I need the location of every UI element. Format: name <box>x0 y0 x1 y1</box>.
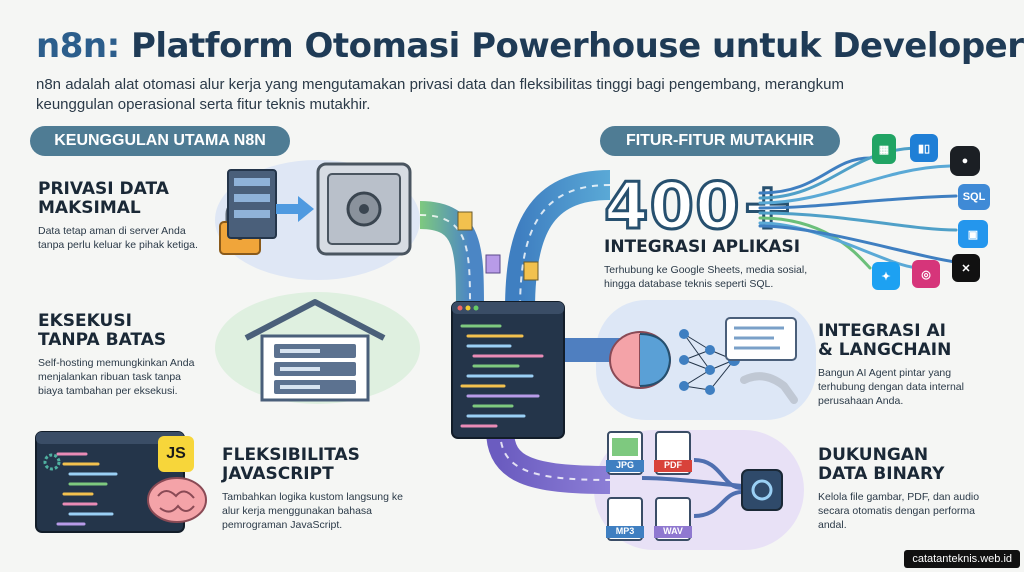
integration-branches <box>758 146 958 270</box>
feature-title-line: & LANGCHAIN <box>818 340 952 360</box>
sql-database-icon: SQL <box>958 184 990 210</box>
feature-title-line: INTEGRASI AI <box>818 321 946 341</box>
page-subtitle: n8n adalah alat otomasi alur kerja yang … <box>36 76 844 113</box>
wav-label: WAV <box>663 526 683 536</box>
title-brand: n8n: <box>36 26 120 66</box>
brain-icon <box>147 477 207 523</box>
feature-ai-langchain: INTEGRASI AI& LANGCHAIN Bangun AI Agent … <box>818 322 988 408</box>
house-server-icon <box>244 299 386 402</box>
code-editor-icon <box>451 301 565 439</box>
ai-brain-network-icon <box>609 317 798 404</box>
title-text: Platform Otomasi Powerhouse untuk Develo… <box>131 26 1024 66</box>
mp3-label: MP3 <box>615 526 635 536</box>
feature-title-line: JAVASCRIPT <box>222 464 334 484</box>
docker-icon: ▣ <box>958 220 988 248</box>
feature-description: Kelola file gambar, PDF, dan audio secar… <box>818 491 980 531</box>
feature-title-line: TANPA BATAS <box>38 330 167 350</box>
arrow-right-icon <box>276 196 314 222</box>
feature-description: Data tetap aman di server Anda tanpa per… <box>38 225 198 251</box>
feature-description: Tambahkan logika kustom langsung ke alur… <box>222 491 403 531</box>
feature-title-line: DUKUNGAN <box>818 445 929 465</box>
gear-icon <box>43 453 61 471</box>
instagram-icon: ◎ <box>912 260 940 288</box>
credit-badge: catatanteknis.web.id <box>904 550 1020 568</box>
document-icon <box>457 211 539 281</box>
feature-title-line: INTEGRASI APLIKASI <box>604 237 801 257</box>
feature-title-line: FLEKSIBILITAS <box>222 445 360 465</box>
github-icon: ● <box>950 146 980 176</box>
jpg-label: JPG <box>615 460 634 470</box>
feature-title-line: EKSEKUSI <box>38 311 132 331</box>
x-icon: ✕ <box>952 254 980 282</box>
section-label-advantages: KEUNGGULAN UTAMA N8N <box>30 126 290 156</box>
feature-description: Self-hosting memungkinkan Anda menjalank… <box>38 357 195 397</box>
javascript-icon: JS <box>158 436 194 472</box>
feature-app-integration: INTEGRASI APLIKASI Terhubung ke Google S… <box>604 238 814 291</box>
code-window-icon <box>35 431 185 533</box>
pdf-label: PDF <box>664 460 682 470</box>
vault-icon <box>316 162 412 256</box>
feature-title-line: MAKSIMAL <box>38 198 141 218</box>
section-label-features: FITUR-FITUR MUTAKHIR <box>600 126 840 156</box>
server-icon <box>227 169 277 239</box>
feature-title-line: PRIVASI DATA <box>38 179 169 199</box>
feature-description: Terhubung ke Google Sheets, media sosial… <box>604 264 808 290</box>
feature-title-line: DATA BINARY <box>818 464 945 484</box>
page-title: n8n: Platform Otomasi Powerhouse untuk D… <box>36 26 1024 66</box>
binary-files-icon <box>606 431 783 541</box>
pipe-integration <box>505 170 611 311</box>
twitter-icon: ✦ <box>872 262 900 290</box>
trello-icon: ▮▯ <box>910 134 938 162</box>
google-sheets-icon: ▦ <box>872 134 896 164</box>
feature-description: Bangun AI Agent pintar yang terhubung de… <box>818 367 964 407</box>
